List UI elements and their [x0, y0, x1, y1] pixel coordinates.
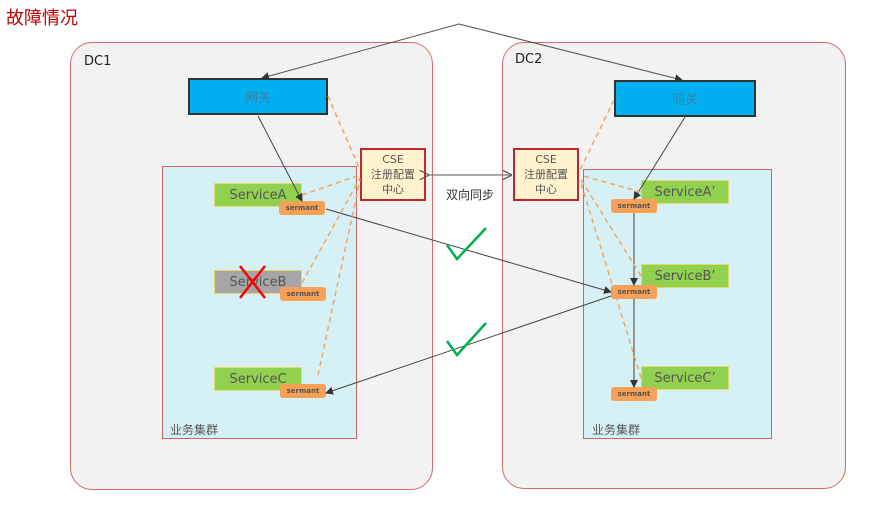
dc2-service-c-sermant[interactable]: sermant	[611, 387, 657, 401]
cse-line2: 注册配置	[524, 168, 568, 181]
entry-to-dc1-gateway	[261, 23, 460, 81]
dc2-service-b-sermant[interactable]: sermant	[611, 285, 657, 299]
dc1-label: DC1	[84, 54, 112, 69]
dc2-gateway[interactable]: 网关	[614, 80, 756, 117]
entry-to-dc2-gateway	[458, 23, 683, 83]
cse-title: CSE	[535, 153, 557, 166]
sync-label: 双向同步	[446, 188, 495, 202]
dc2-cluster-label: 业务集群	[592, 423, 641, 437]
dc1-service-a[interactable]: ServiceA	[214, 183, 302, 207]
dc1-gateway-to-service-a	[257, 115, 303, 202]
dc2-service-a-sermant[interactable]: sermant	[611, 199, 657, 213]
dc2-service-b[interactable]: ServiceB’	[641, 264, 729, 288]
registration-dashed-lines	[301, 95, 642, 379]
dc2-cse-registry[interactable]: CSE 注册配置 中心	[513, 148, 579, 201]
cse-line2: 注册配置	[371, 168, 415, 181]
dc1-cluster-label: 业务集群	[170, 423, 219, 437]
cse-title: CSE	[382, 153, 404, 166]
cse-line3: 中心	[382, 183, 404, 196]
check-icon	[445, 227, 487, 261]
dc2-service-c[interactable]: ServiceC’	[641, 366, 729, 390]
dc1-service-a-sermant[interactable]: sermant	[279, 201, 325, 215]
entry-arrows	[261, 23, 683, 83]
dc2-gateway-to-service-a	[633, 116, 686, 200]
failure-cross-icon	[239, 265, 266, 299]
dc1-service-c-sermant[interactable]: sermant	[280, 384, 326, 398]
cse-line3: 中心	[535, 183, 557, 196]
dc1-service-b-sermant[interactable]: sermant	[280, 287, 326, 301]
check-icon	[445, 322, 487, 357]
dc1-a-to-dc2-b	[325, 208, 612, 294]
dc2-label: DC2	[515, 52, 543, 67]
dc2-b-to-dc1-c	[325, 295, 612, 395]
dc1-gateway[interactable]: 网关	[188, 78, 328, 115]
page-title: 故障情况	[6, 8, 78, 29]
